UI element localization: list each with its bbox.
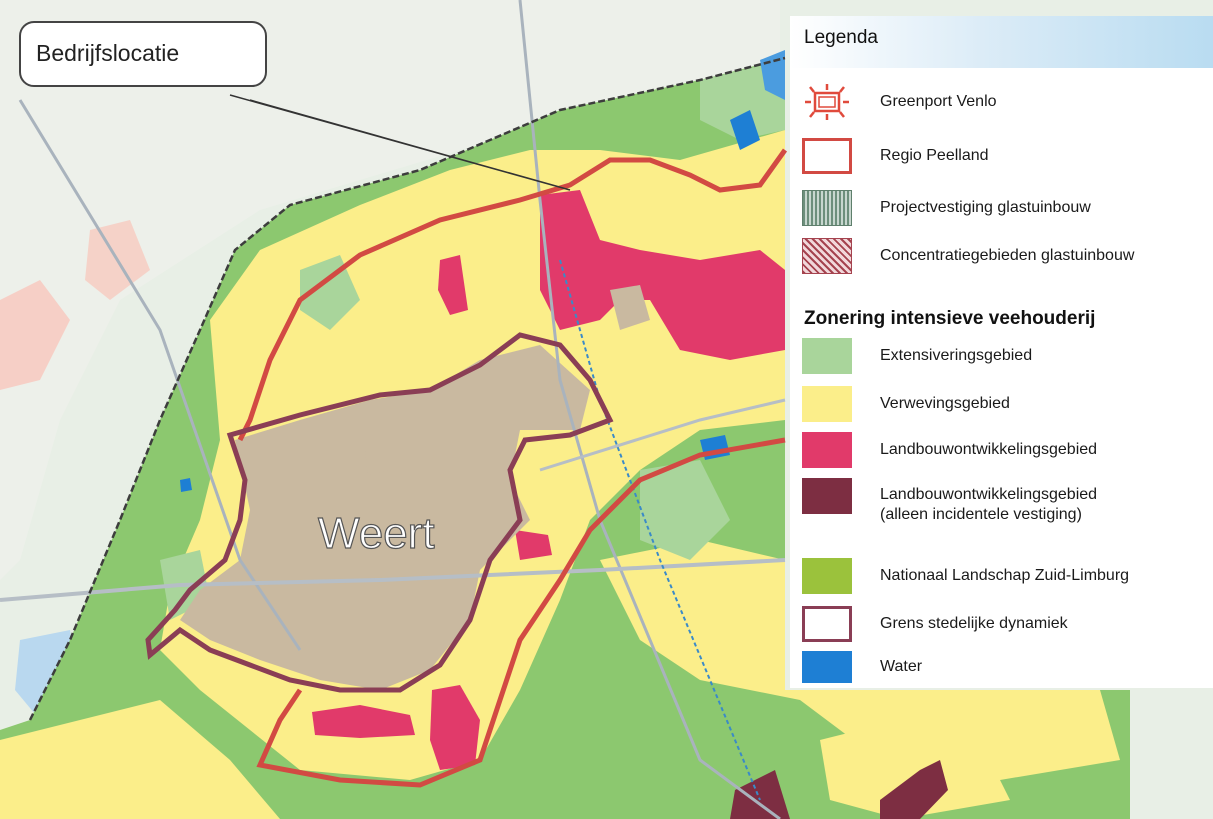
zone-pink-2 [438, 255, 468, 315]
blue-swatch [802, 651, 852, 683]
place-label-weert: Weert [318, 509, 435, 558]
callout-rect [19, 21, 267, 87]
legend-item-landbouw-incidenteel: Landbouwontwikkelingsgebied (alleen inci… [802, 478, 1097, 532]
faded-pink-patch [0, 280, 70, 390]
legend-label: Greenport Venlo [880, 93, 997, 110]
legend-item-verwevingsgebied: Verwevingsgebied [802, 384, 1010, 424]
rail-1 [559, 259, 761, 801]
zone-darkpurple-2 [880, 760, 948, 819]
water-1 [730, 110, 760, 150]
legend-label: Water [880, 658, 923, 675]
dark-purple-swatch [802, 478, 852, 514]
zone-lightgreen-2 [300, 255, 360, 330]
regio-peelland-outline-2 [256, 437, 786, 788]
legend-section-heading: Zonering intensieve veehouderij [804, 308, 1096, 329]
zone-yellow-4 [820, 720, 1010, 819]
legend-label: Nationaal Landschap Zuid-Limburg [880, 567, 1130, 584]
regio-peelland-outline [237, 148, 788, 442]
legend-item-projectvestiging: Projectvestiging glastuinbouw [802, 188, 1091, 228]
red-outline-box-icon [802, 138, 852, 174]
zone-yellow-2 [600, 540, 1120, 780]
legend-label: Verwevingsgebied [880, 395, 1010, 412]
road-1 [18, 99, 302, 651]
legend-label: Regio Peelland [880, 147, 989, 164]
faded-area [0, 0, 780, 580]
pink-swatch [802, 432, 852, 468]
legend-label-line2: (alleen incidentele vestiging) [880, 506, 1082, 523]
legend-item-water: Water [802, 650, 922, 684]
municipal-boundary [28, 56, 786, 721]
road-2 [518, 0, 781, 819]
water-4 [180, 478, 192, 492]
road-4 [539, 398, 786, 472]
legend-label: Concentratiegebieden glastuinbouw [880, 247, 1135, 264]
green-hatch-icon [802, 190, 852, 226]
urban-weert [180, 345, 590, 690]
zone-pink-3 [312, 705, 415, 738]
legend-label: Projectvestiging glastuinbouw [880, 199, 1091, 216]
legend-label: Landbouwontwikkelingsgebied (alleen inci… [880, 485, 1097, 525]
legend-item-landbouwontwikkelingsgebied: Landbouwontwikkelingsgebied [802, 430, 1097, 470]
zone-darkpurple-1 [730, 770, 790, 819]
legend-item-grens-stedelijke-dynamiek: Grens stedelijke dynamiek [802, 604, 1068, 644]
legend-item-concentratiegebieden: Concentratiegebieden glastuinbouw [802, 236, 1134, 276]
legend-panel: Legenda Greenport Venlo Regi [790, 16, 1213, 688]
callout-leader [229, 94, 571, 191]
yellow-swatch [802, 386, 852, 422]
zone-yellow-3 [0, 700, 280, 819]
stedelijke-dynamiek-outline [145, 332, 614, 693]
urban-patch-2 [610, 285, 650, 330]
road-3 [0, 558, 786, 602]
light-green-swatch [802, 338, 852, 374]
legend-item-nationaal-landschap: Nationaal Landschap Zuid-Limburg [802, 556, 1129, 596]
purple-outline-box-icon [802, 606, 852, 642]
greenport-icon [802, 84, 852, 120]
zone-pink-main [540, 190, 785, 360]
legend-label: Landbouwontwikkelingsgebied [880, 441, 1098, 458]
legend-title: Legenda [790, 16, 1213, 68]
legend-item-greenport: Greenport Venlo [802, 82, 997, 122]
legend-item-extensiveringsgebied: Extensiveringsgebied [802, 336, 1032, 376]
zone-pink-5 [515, 530, 552, 560]
zone-lightgreen-3 [640, 460, 730, 560]
legend-item-regio-peelland: Regio Peelland [802, 136, 989, 176]
urban-patch-3 [365, 445, 390, 475]
olive-green-swatch [802, 558, 852, 594]
legend-label-line1: Landbouwontwikkelingsgebied [880, 486, 1098, 503]
red-hatch-icon [802, 238, 852, 274]
legend-label: Extensiveringsgebied [880, 347, 1033, 364]
zone-pink-4 [430, 685, 480, 770]
callout-label: Bedrijfslocatie [36, 40, 180, 66]
callout-box [18, 20, 268, 90]
legend-label: Grens stedelijke dynamiek [880, 615, 1068, 632]
